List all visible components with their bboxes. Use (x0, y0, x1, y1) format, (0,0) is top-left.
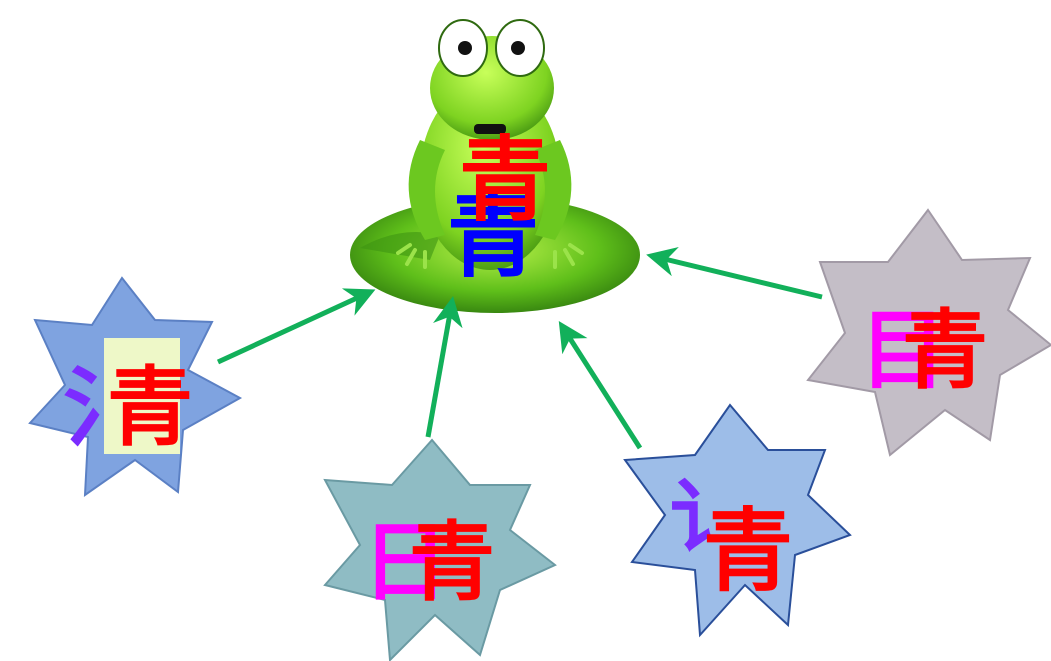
rest-qing-please: 青 (703, 499, 793, 604)
arrows (216, 247, 823, 450)
rest-qing-clear: 青 (107, 358, 193, 458)
star-shape-icon (806, 208, 1051, 457)
star-qing-clear: 氵 青 (28, 276, 243, 497)
star-shape-icon (323, 438, 557, 661)
rest-qing-sunny: 青 (409, 513, 495, 613)
star-qing-please: 讠 青 (623, 403, 852, 638)
radical-qing-sunny: 日 (362, 513, 448, 613)
character-highlight (104, 338, 180, 454)
arrow-from-qing-sunny (425, 296, 463, 438)
star-jing-eye: 目 青 (806, 208, 1051, 457)
radical-jing-eye: 目 (860, 301, 946, 401)
radical-qing-clear: 氵 (63, 358, 149, 458)
arrow-from-qing-please (558, 320, 643, 450)
frog-on-lily-pad-icon (350, 19, 640, 313)
center-character-blue: 青 (447, 183, 539, 290)
rest-jing-eye: 青 (902, 301, 988, 401)
radical-qing-please: 讠 (670, 471, 750, 564)
arrow-from-jing-eye (646, 247, 823, 300)
star-shape-icon (623, 403, 852, 638)
star-qing-sunny: 日 青 (323, 438, 557, 661)
arrow-from-qing-clear (216, 288, 376, 365)
center-character-red: 青 (459, 127, 551, 234)
